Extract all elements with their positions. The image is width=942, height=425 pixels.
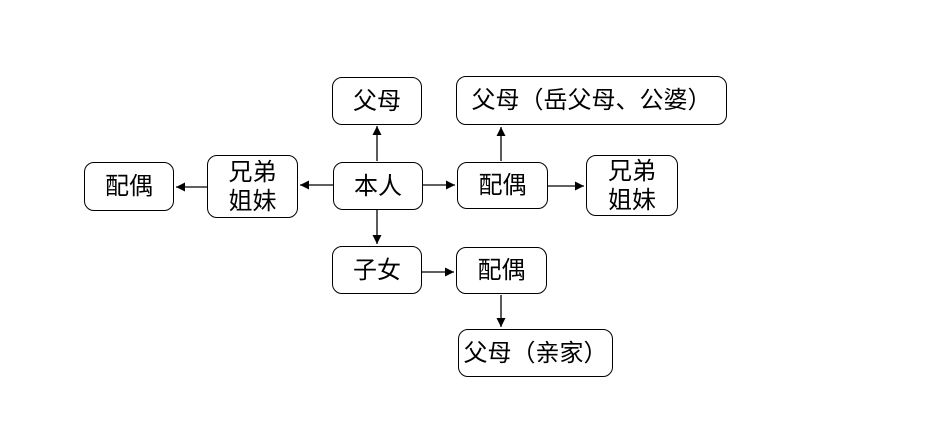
node-spouse-parents: 父母（岳父母、公婆） [456, 76, 727, 125]
node-sibling-spouse: 配偶 [84, 162, 174, 211]
node-self: 本人 [333, 162, 423, 210]
node-spouse: 配偶 [457, 162, 548, 209]
node-children-inlaws: 父母（亲家） [458, 329, 613, 377]
node-children-spouse: 配偶 [456, 247, 547, 294]
node-siblings-right: 兄弟 姐妹 [586, 155, 678, 216]
node-children: 子女 [332, 246, 422, 294]
node-siblings-left: 兄弟 姐妹 [207, 155, 298, 218]
node-parents: 父母 [332, 77, 422, 125]
